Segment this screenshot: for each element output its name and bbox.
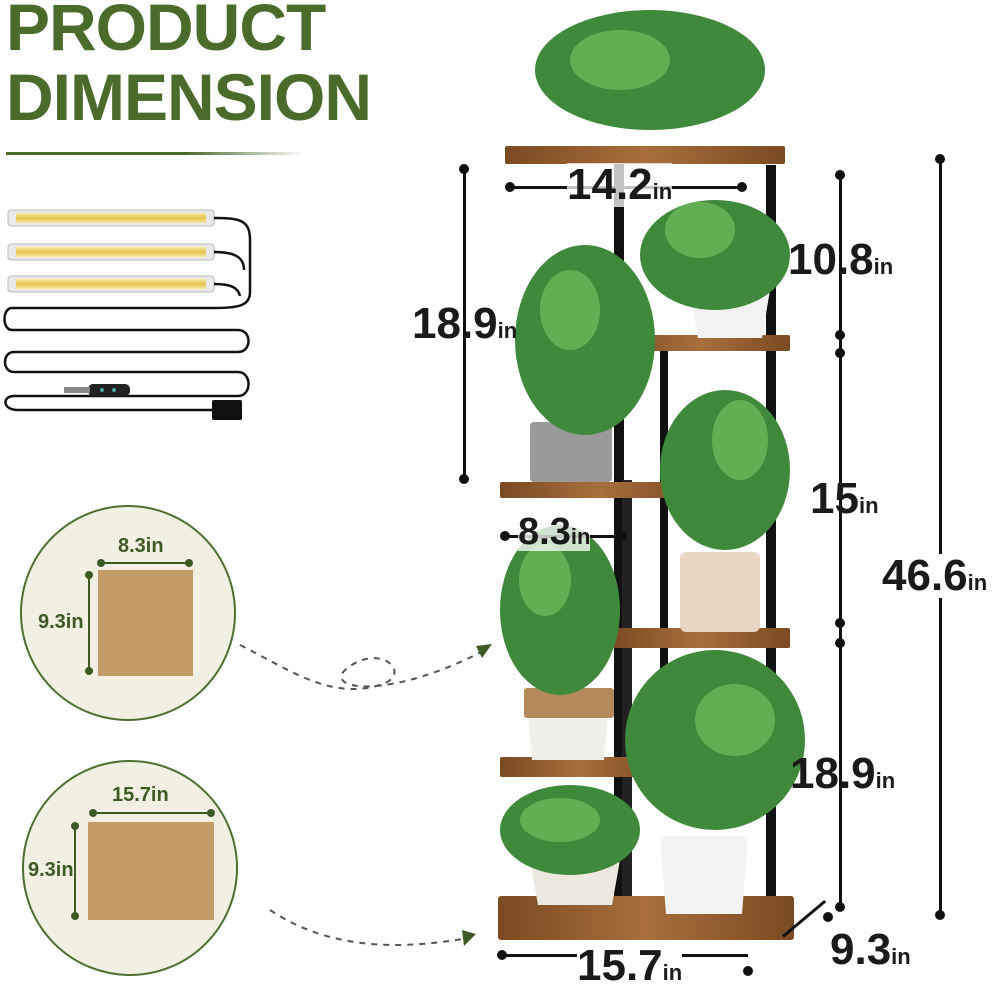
right-gap-line [839,175,842,910]
connector-arrows [239,644,492,946]
light-bar-1 [7,209,215,227]
small-depth-line [88,575,90,671]
base-width-dimension: 15.7in [577,941,683,990]
usb-plug-icon [212,400,242,420]
large-depth-line [74,826,76,916]
small-shelf-top-view [20,505,236,721]
mid-gap-dimension: 15in [810,474,879,523]
left-section-dimension: 18.9in [412,299,518,348]
lower-gap-dimension: 18.9in [790,749,896,798]
total-height-line [939,160,942,915]
heading-line-2: DIMENSION [6,60,372,134]
light-bar-2 [7,243,215,261]
small-width-line [101,562,189,564]
controller-icon [88,384,130,396]
top-width-dimension: 14.2in [567,160,673,209]
small-shelf-swatch [98,570,193,676]
left-section-line [463,170,466,480]
large-depth-label: 9.3in [28,859,74,881]
small-width-label: 8.3in [118,535,164,557]
light-bar-3 [7,275,215,293]
small-width-dimension: 8.3in [518,511,591,553]
large-width-line [93,812,211,814]
large-width-label: 15.7in [112,784,169,806]
plant-stand-illustration [498,10,805,940]
heading-divider [6,152,306,155]
heading-line-1: PRODUCT [6,0,326,64]
base-depth-dimension: 9.3in [830,925,911,974]
grow-light-illustration [3,209,252,420]
small-depth-label: 9.3in [38,611,84,633]
large-shelf-swatch [88,822,214,920]
total-height-dimension: 46.6in [882,551,988,600]
top-gap-dimension: 10.8in [788,235,894,284]
